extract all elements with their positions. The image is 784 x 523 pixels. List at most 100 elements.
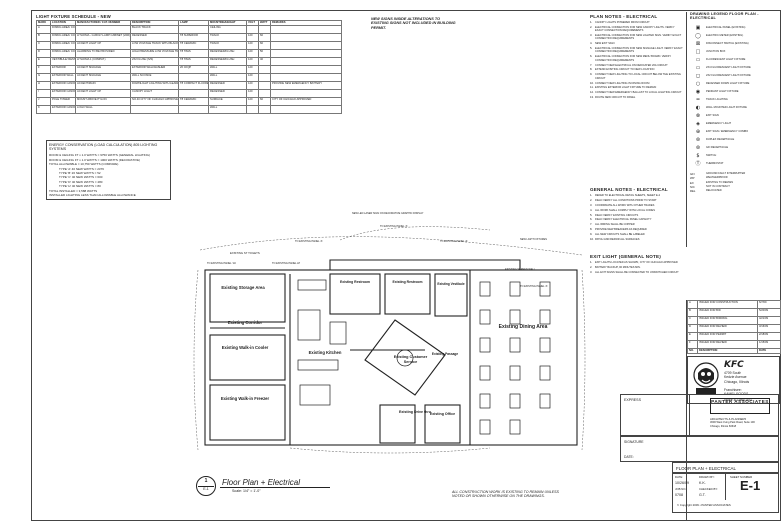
client-city: Chicago, Illinois [724,380,750,384]
plan-callout: EXISTING SCREEN WALL [505,268,536,271]
architect-block: EXPRESS PANTER ASSOCIATES ARCHITECTS & P… [620,394,779,437]
drawing-sheet-ref: E-1 [203,487,209,491]
exit-note-text: EXIT LIGHTS LOCATED AS SHOWN, CITY OF CH… [595,261,678,264]
fixture-cell [178,73,209,82]
legend-text: JUNCTION BOX [706,50,726,54]
revision-cell: ISSUED FOR REVIEW [697,324,758,333]
general-note-item: 9.ALL NEW CIRCUITS SHALL BE LABELED [590,232,686,237]
signature-label: SIGNATURE [624,440,644,444]
fixture-cell: T8 SUPERIOR [178,33,209,42]
general-note-text: FIELD VERIFY ALL CONDITIONS PRIOR TO STA… [595,198,657,202]
fixture-cell: MOUNT ABOVE PYLON [75,97,131,106]
fixture-cell: 50 [258,49,271,58]
general-note-text: ALL WIRING SHALL BE COPPER [595,223,635,227]
legend-symbol-icon: ⊜ [695,136,701,143]
legend-abbr-text: WEATHERPROOF [706,176,728,180]
revision-cell: ISSUED FOR CONSTRUCTION [697,300,758,309]
room-office: Existing Office [425,412,460,417]
room-passage-label: Existing Passage [431,352,459,356]
legend-text: THERMOSTAT [706,162,724,166]
general-note-number: 1. [590,193,593,197]
fixture-cell: NO.40 CITY OF CHICAGO APPROVED EMERGENCY… [130,97,179,106]
architect-tagline: ARCHITECTS & PLANNERS [710,417,747,421]
exit-notes: EXIT LIGHT (GENERAL NOTE) 1.EXIT LIGHTS … [590,255,686,276]
fixture-cell [258,73,271,82]
sign-note-text: NEW SIGNS INSIDE ALTERATIONS TO EXISTING… [371,17,456,30]
legend-item: ⊕EXIT SIGN / EMERGENCY COMBO [690,128,780,136]
revision-header-cell: DATE [757,348,781,354]
room-storage-label: Existing Storage Area [221,285,265,290]
fixture-cell: 2X2 FLUSH (S/S) [130,57,179,66]
room-storage: Existing Storage Area [213,285,273,290]
fixture-cell [246,105,259,114]
fixture-cell [75,25,131,34]
fixture-cell: K [36,105,51,114]
general-note-number: 9. [590,232,593,237]
fixture-cell: LOGO WALL [75,105,131,114]
revision-cell: C [687,316,698,325]
legend-abbr-text: NOT IN CONTRACT [706,184,730,188]
legend-symbol-icon: $ [696,152,700,159]
plan-note-number: 3. [590,33,593,38]
energy-line: TYPE 'B' 26 NEW WATTS = 52 [59,171,101,176]
general-note-number: 4. [590,207,593,212]
fixture-cell [270,25,342,34]
legend-abbr-key: GFI [690,171,695,176]
floor-plan [193,226,586,454]
room-kitchen-label: Existing Kitchen [308,350,342,355]
plan-note-number: 4. [590,41,593,46]
fixture-cell: RECESSED/FLUSH [208,57,247,66]
legend-text: ELECTRIC METER (EXISTING) [706,34,744,38]
fixture-cell: T8 CERAMIC [178,97,209,106]
legend-title: DRAWING LEGEND FLOOR PLAN - ELECTRICAL [690,12,759,21]
legend-text: DISCONNECT SWITCH (EXISTING) [706,42,749,46]
room-freezer: Existing Walk-in Freezer [215,396,275,401]
fixture-cell: ACCENT/MAIN [75,81,131,90]
legend-symbol-icon: Ⓣ [695,161,701,168]
sheet-drawn-label: DRAWN BY: [699,476,715,479]
general-note-text: REFER TO ELECTRICAL DETAIL SHEETS, SHEET… [595,194,661,197]
general-note-number: 7. [590,222,593,227]
fixture-cell: 120 [246,81,259,90]
general-note-item: 5.FIELD VERIFY EXISTING CIRCUITS [590,213,686,217]
fixture-cell: EXTERIOR CANOPY [50,89,76,98]
architect-address: 3000 West Irving Park Road, Suite 100 [710,421,755,424]
sheet-border [31,10,781,521]
fixture-cell: DOWNLIGHT LIGHTING WITH LEADER SEATING [130,81,179,90]
fixture-cell: RECESSED [208,89,247,98]
fixture-cell: ACCENT LIGHT CP [75,89,131,98]
fixture-cell: T8 T8HS [178,57,209,66]
room-restroom-m-label: Existing Restroom [340,280,370,284]
general-note-number: 3. [590,202,593,207]
plan-callout: TO EXISTING PANEL 'A' [520,285,548,288]
exit-note-text: ALL EXIT SIGNS SHALL BE CONNECTED TO UNS… [595,270,679,274]
energy-line: ROOM & CEILING FT x 1.0 WATTS = 1000 WAT… [49,157,140,162]
plan-note-item: 6.ELECTRICAL CONNECTION FOR NEW MENU BOA… [590,55,686,62]
revision-cell: B [687,308,698,317]
plan-callout: TO EXISTING PANEL LP [272,262,301,265]
fixture-cell: RECESSED [208,81,247,90]
fixture-cell: EXTERIOR CANOPY [50,81,76,90]
sheet-number: E-1 [740,478,761,494]
fixture-cell: 26 CFQP [178,65,209,74]
revision-cell: ISSUED FOR BIDDING [697,316,758,325]
exit-note-number: 2. [590,264,593,269]
fixture-cell [270,49,342,58]
energy-lines: ROOM & CEILING FT x 1.0 WATTS = 9750 WAT… [49,153,168,197]
fixture-cell: WALL [208,65,247,74]
legend-item: ═TRACK LIGHTING [690,96,780,104]
plan-note-item: 12.CONNECT NEW EMERGENCY BALLAST TO LOCA… [590,90,686,94]
fixture-cell: LITHONIA - GU6017-LAMP CABINET (VAR) [75,33,131,42]
legend-item: ◐WALL MOUNTED LIGHT FIXTURE [690,104,780,112]
store-number: Store # L985-003 [724,398,752,402]
plan-note-text: ELECTRICAL CONNECTION FOR NEW MENU BOARD… [595,55,672,62]
legend-item: ◉PENDANT LIGHT FIXTURE [690,88,780,96]
plan-note-item: 5.ELECTRICAL CONNECTION FOR NEW SIGNAGE … [590,47,686,54]
sheet-number-block: SHEET NUMBER E-1 [725,474,781,500]
fixture-cell: RECESSED [130,33,179,42]
